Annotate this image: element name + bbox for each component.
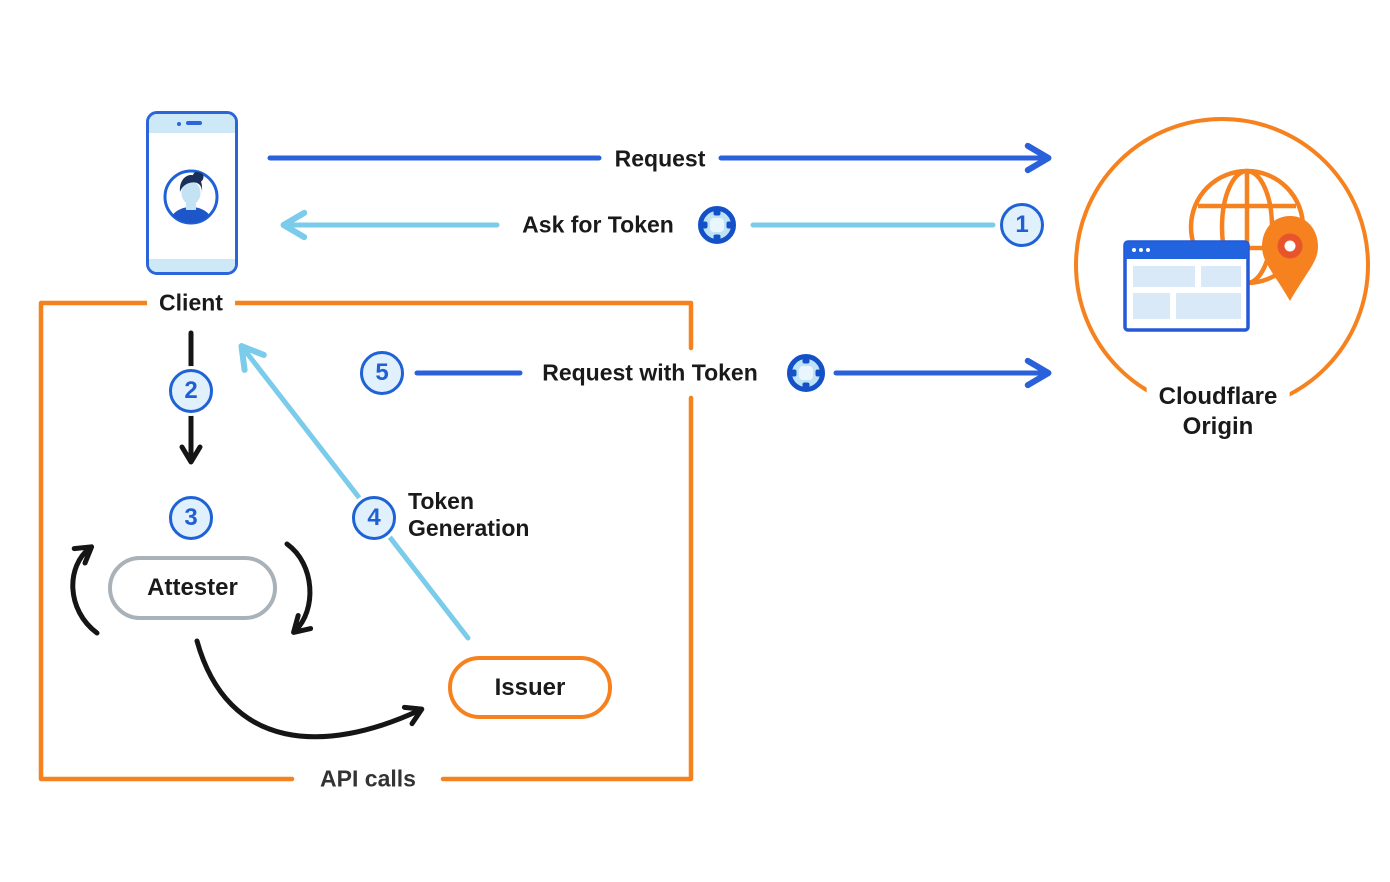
origin-label-line1: Cloudflare [1158, 383, 1278, 410]
issuer-label: Issuer [494, 673, 566, 701]
token-generation-line2: Generation [408, 515, 530, 541]
request-with-token-label: Request with Token [530, 356, 770, 390]
phone-speaker-dash [186, 121, 202, 125]
step-badge-4: 4 [352, 496, 396, 540]
step-badge-1: 1 [1000, 203, 1044, 247]
api-calls-label: API calls [308, 762, 428, 796]
attestation-loop-right-arrow [284, 541, 314, 635]
token-generation-arrow [238, 343, 471, 641]
phone-bottombar [149, 259, 235, 272]
api-box-border [38, 300, 694, 782]
origin-label: Cloudflare Origin [1146, 379, 1290, 445]
attester-label: Attester [147, 574, 238, 601]
location-pin-icon [1262, 216, 1318, 301]
client-label: Client [147, 286, 235, 320]
token-generation-line1: Token [408, 488, 475, 514]
request-label: Request [602, 142, 718, 176]
token-icon [786, 353, 826, 393]
attester-to-issuer-arrow [194, 638, 425, 740]
client-phone-icon [146, 111, 238, 275]
attestation-loop-left-arrow [70, 544, 100, 636]
origin-label-line2: Origin [1182, 413, 1254, 440]
user-avatar-icon [163, 169, 219, 225]
step-badge-5: 5 [360, 351, 404, 395]
phone-camera-dot [177, 122, 181, 126]
token-generation-label: Token Generation [408, 488, 529, 542]
ask-for-token-label: Ask for Token [510, 208, 686, 242]
step-badge-3: 3 [169, 496, 213, 540]
step-badge-2: 2 [169, 369, 213, 413]
token-icon [697, 205, 737, 245]
browser-window-icon [1123, 240, 1250, 332]
attester-node: Attester [108, 556, 277, 620]
issuer-node: Issuer [448, 656, 612, 719]
